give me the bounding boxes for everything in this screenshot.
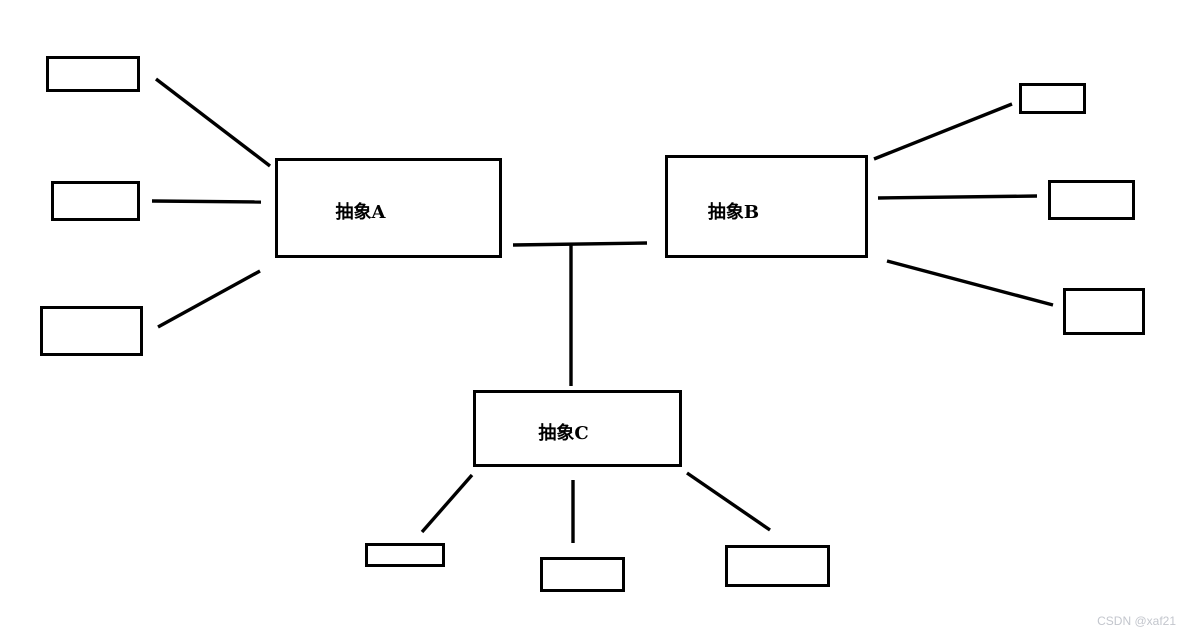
leaf-left-middle <box>51 181 140 221</box>
node-abstract-a-label: 抽象A <box>335 202 386 223</box>
edge-lefttop-to-a <box>154 77 272 168</box>
leaf-left-bottom <box>40 306 143 356</box>
node-abstract-a: 抽象A <box>275 158 502 258</box>
leaf-left-top <box>46 56 140 92</box>
leaf-right-middle <box>1048 180 1135 220</box>
edge-b-to-rightbottom <box>886 259 1054 307</box>
node-abstract-c-label: 抽象C <box>538 422 589 444</box>
leaf-bottom-middle <box>540 557 625 592</box>
edge-a-to-b <box>512 241 648 247</box>
edge-b-to-rightmiddle <box>877 194 1038 200</box>
edge-leftbottom-to-a <box>157 269 261 329</box>
edge-c-to-bottomright <box>686 471 771 532</box>
leaf-bottom-right <box>725 545 830 587</box>
node-abstract-c: 抽象C <box>473 390 682 467</box>
leaf-right-bottom <box>1063 288 1145 335</box>
edge-b-to-righttop <box>873 102 1013 161</box>
edge-leftmiddle-to-a <box>151 199 262 204</box>
leaf-bottom-left <box>365 543 445 567</box>
edge-c-to-bottomleft <box>420 473 474 534</box>
watermark: CSDN @xaf21 <box>1097 614 1176 628</box>
node-abstract-b-label: 抽象B <box>707 201 760 223</box>
leaf-right-top <box>1019 83 1086 114</box>
node-abstract-b: 抽象B <box>665 155 868 258</box>
